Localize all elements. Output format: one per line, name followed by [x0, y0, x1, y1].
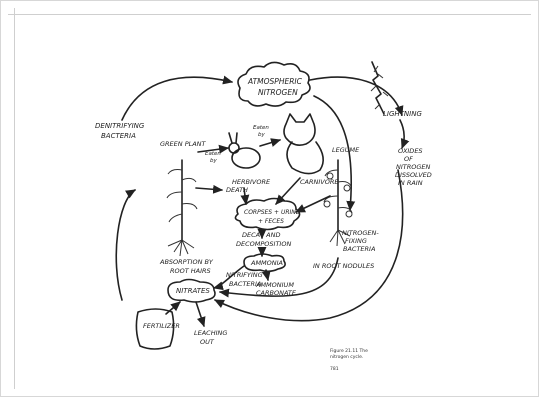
fixing-label-3: BACTERIA: [343, 245, 375, 253]
ammonium-label-2: CARBONATE: [256, 289, 297, 297]
absorption-arrow: [116, 190, 135, 300]
legume-to-corpses-arrow: [296, 196, 330, 212]
dissolved-label: DISSOLVED: [395, 171, 432, 179]
leaching-arrow: [196, 302, 204, 326]
leaching-label-2: OUT: [200, 338, 215, 346]
decay-label-1: DECAY AND: [242, 231, 280, 239]
fixing-label-4: IN ROOT NODULES: [313, 262, 374, 270]
corpses-cloud: CORPSES + URINE + FECES: [235, 199, 299, 230]
nitrates-label: NITRATES: [176, 287, 210, 295]
by-label-2: by: [258, 132, 265, 138]
atmospheric-label: ATMOSPHERIC: [247, 77, 303, 86]
decay-label-2: DECOMPOSITION: [236, 240, 291, 248]
denitrification-arrow: [122, 77, 232, 120]
in-rain-label: IN RAIN: [398, 179, 423, 187]
oxides-nitrogen-label: NITROGEN: [396, 163, 431, 171]
figure-caption-line-1: Figure 21.11 The: [330, 348, 368, 354]
absorption-label-2: ROOT HAIRS: [170, 267, 211, 275]
figure-caption-line-2: nitrogen cycle.: [330, 354, 363, 360]
by-label-1: by: [210, 158, 217, 164]
nitrates-cloud: NITRATES: [168, 280, 215, 303]
leaching-label-1: LEACHING: [194, 329, 227, 337]
ammonia-cloud: AMMONIA: [244, 254, 285, 271]
plant-death-arrow: [196, 188, 222, 190]
herbivore-to-carnivore-arrow: [260, 140, 280, 146]
eaten-label-2: Eaten: [253, 125, 269, 131]
fixing-label-1: NITROGEN-: [342, 229, 379, 237]
oxides-label: OXIDES: [398, 147, 423, 155]
fertilizer-bag-illustration: FERTILIZER: [136, 309, 179, 349]
lightning-arrow: [400, 120, 404, 148]
absorption-label-1: ABSORPTION BY: [159, 258, 214, 266]
denitrifying-bacteria-label: BACTERIA: [101, 132, 136, 140]
nitrifying-label-2: BACTERIA: [229, 280, 261, 288]
carnivore-cat-illustration: [284, 114, 323, 174]
fixing-label-2: FIXING: [345, 237, 367, 245]
green-plant-label: GREEN PLANT: [160, 140, 207, 148]
nitrogen-label: NITROGEN: [258, 88, 298, 97]
ammonia-label: AMMONIA: [250, 259, 283, 267]
fertilizer-label: FERTILIZER: [143, 322, 180, 330]
carnivore-label: CARNIVORE: [300, 178, 339, 186]
legume-label: LEGUME: [332, 146, 360, 154]
oxides-of-label: OF: [404, 155, 413, 163]
fertilizer-to-nitrates-arrow: [166, 302, 180, 314]
herbivore-label: HERBIVORE: [232, 178, 271, 186]
green-plant-illustration: [167, 160, 197, 256]
denitrifying-label: DENITRIFYING: [95, 122, 145, 130]
atmospheric-nitrogen-cloud: ATMOSPHERIC NITROGEN: [238, 62, 310, 106]
herbivore-rabbit-illustration: [229, 133, 260, 168]
eaten-label-1: Eaten: [205, 151, 221, 157]
corpses-label-2: + FECES: [258, 218, 284, 225]
corpses-label-1: CORPSES + URINE: [244, 209, 300, 216]
lightning-label: LIGHTNING: [383, 110, 422, 118]
page-number: 781: [330, 366, 339, 372]
